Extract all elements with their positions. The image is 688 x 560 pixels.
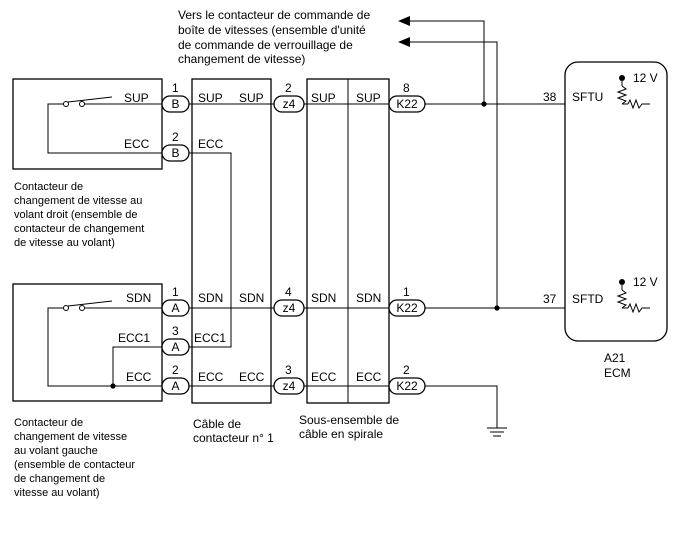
right-caption-4: contacteur de changement bbox=[14, 223, 144, 235]
connector-k22-2-pin: 2 bbox=[403, 363, 410, 377]
left-caption-4: (ensemble de contacteur bbox=[14, 459, 135, 471]
connector-z4-2-pin: 2 bbox=[285, 81, 292, 95]
pullup-resistor-sftu bbox=[616, 75, 650, 110]
connector-k22-1 bbox=[388, 299, 426, 317]
ecm-label-sftu: SFTU bbox=[572, 90, 603, 104]
connector-z4-2-name: z4 bbox=[283, 97, 296, 111]
arrow-to-shift-lock-2 bbox=[398, 37, 498, 308]
note-line-2: boîte de vitesses (ensemble d'unité bbox=[178, 23, 366, 37]
left-switch-contact bbox=[47, 300, 162, 389]
cable1-caption-2: contacteur n° 1 bbox=[193, 431, 274, 445]
left-caption-2: changement de vitesse bbox=[14, 431, 127, 443]
right-caption-3: volant droit (ensemble de bbox=[14, 209, 138, 221]
connector-k22-1-pin: 1 bbox=[403, 285, 410, 299]
connector-z4-4-pin: 4 bbox=[285, 285, 292, 299]
left-caption-3: au volant gauche bbox=[14, 445, 98, 457]
left-sdn-label: SDN bbox=[126, 291, 151, 305]
ground-symbol bbox=[487, 427, 507, 437]
arrow-to-shift-lock bbox=[398, 16, 485, 104]
spiral-left-sup: SUP bbox=[311, 91, 336, 105]
ecm-name: ECM bbox=[604, 366, 631, 380]
connector-k22-2-name: K22 bbox=[396, 379, 418, 393]
connector-b-1-name: B bbox=[171, 97, 179, 111]
ecm-pin-37: 37 bbox=[543, 292, 557, 306]
connector-a-2 bbox=[161, 377, 190, 395]
connector-a-1-name: A bbox=[171, 301, 179, 315]
connector-z4-3 bbox=[273, 377, 305, 395]
cable1-caption-1: Câble de bbox=[193, 417, 241, 431]
spiral-left-ecc: ECC bbox=[311, 370, 337, 384]
connector-b-2-name: B bbox=[171, 146, 179, 160]
connector-k22-1-name: K22 bbox=[396, 301, 418, 315]
left-ecc-label: ECC bbox=[126, 370, 152, 384]
left-caption-1: Contacteur de bbox=[14, 417, 83, 429]
connector-a-3-name: A bbox=[171, 340, 179, 354]
right-paddle-switch-box bbox=[12, 78, 163, 170]
ecm-box bbox=[564, 61, 668, 342]
ecm-code: A21 bbox=[604, 351, 626, 365]
left-ecc1-label: ECC1 bbox=[118, 331, 150, 345]
right-caption-2: changement de vitesse au bbox=[14, 195, 142, 207]
right-sup-label: SUP bbox=[124, 91, 149, 105]
right-switch-contact bbox=[47, 96, 162, 154]
cable1-left-ecc: ECC bbox=[198, 370, 224, 384]
left-caption-5: de changement de bbox=[14, 473, 105, 485]
wire-ecc-right bbox=[162, 152, 232, 348]
cable1-right-sup: SUP bbox=[239, 91, 264, 105]
connector-a-1 bbox=[161, 299, 190, 317]
cable1-left-sup: SUP bbox=[198, 91, 223, 105]
connector-z4-2 bbox=[273, 95, 305, 113]
right-caption-5: de vitesse au volant) bbox=[14, 237, 115, 249]
note-line-4: changement de vitesse) bbox=[178, 52, 305, 66]
connector-k22-2 bbox=[388, 377, 426, 395]
connector-k22-8-name: K22 bbox=[396, 97, 418, 111]
connector-z4-4-name: z4 bbox=[283, 301, 296, 315]
spiral-left-sdn: SDN bbox=[311, 291, 336, 305]
connector-a-2-pin: 2 bbox=[172, 363, 179, 377]
junction-sdn bbox=[494, 305, 500, 311]
left-caption-6: vitesse au volant) bbox=[14, 487, 100, 499]
ecm-voltage-top: 12 V bbox=[633, 71, 658, 85]
spiral-right-sup: SUP bbox=[356, 91, 381, 105]
spiral-right-ecc: ECC bbox=[356, 370, 382, 384]
connector-k22-8-pin: 8 bbox=[403, 81, 410, 95]
note-line-1: Vers le contacteur de commande de bbox=[178, 8, 370, 22]
connector-a-3 bbox=[161, 338, 190, 356]
spiral-caption-1: Sous-ensemble de bbox=[299, 413, 399, 427]
connector-b-2 bbox=[161, 144, 190, 162]
cable1-left-sdn: SDN bbox=[198, 291, 223, 305]
connector-a-1-pin: 1 bbox=[172, 285, 179, 299]
right-ecc-label: ECC bbox=[124, 137, 150, 151]
ecm-label-sftd: SFTD bbox=[572, 292, 604, 306]
right-caption-1: Contacteur de bbox=[14, 181, 83, 193]
connector-k22-8 bbox=[388, 95, 426, 113]
pullup-resistor-sftd bbox=[616, 279, 650, 314]
note-line-3: de commande de verrouillage de bbox=[178, 38, 353, 52]
connector-b-1 bbox=[161, 95, 190, 113]
cable1-left-ecc1: ECC1 bbox=[194, 331, 226, 345]
ecm-pin-38: 38 bbox=[543, 90, 557, 104]
cable1-right-ecc: ECC bbox=[239, 370, 265, 384]
connector-b-2-pin: 2 bbox=[172, 130, 179, 144]
connector-a-3-pin: 3 bbox=[172, 324, 179, 338]
cable-1-box bbox=[191, 78, 272, 404]
connector-b-1-pin: 1 bbox=[172, 81, 179, 95]
connector-z4-3-name: z4 bbox=[283, 379, 296, 393]
connector-z4-4 bbox=[273, 299, 305, 317]
left-paddle-switch-box bbox=[12, 283, 163, 402]
connector-z4-3-pin: 3 bbox=[285, 363, 292, 377]
cable1-left-ecc: ECC bbox=[198, 137, 224, 151]
junction-sup bbox=[481, 101, 487, 107]
spiral-right-sdn: SDN bbox=[356, 291, 381, 305]
ecm-voltage-bottom: 12 V bbox=[633, 275, 658, 289]
connector-a-2-name: A bbox=[171, 379, 179, 393]
spiral-caption-2: câble en spirale bbox=[299, 427, 383, 441]
cable1-right-sdn: SDN bbox=[239, 291, 264, 305]
